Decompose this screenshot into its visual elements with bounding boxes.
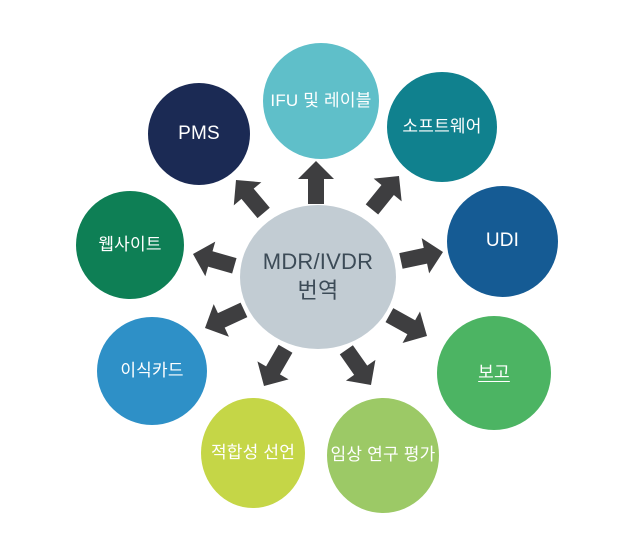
node-udi-label: UDI: [485, 230, 520, 252]
hub-label: MDR/IVDR 번역: [263, 248, 373, 305]
arrow-to-ifu: [298, 161, 334, 204]
arrow-to-software: [365, 176, 402, 215]
hub-label-line2: 번역: [297, 278, 339, 303]
node-report: 보고: [437, 316, 551, 430]
node-software: 소프트웨어: [387, 72, 497, 182]
node-ifu-labels: IFU 및 레이블: [263, 43, 379, 159]
hub-circle: MDR/IVDR 번역: [240, 205, 396, 349]
arrow-to-udi: [399, 238, 443, 274]
node-pms: PMS: [148, 83, 250, 185]
node-declaration-of-conformity: 적합성 선언: [201, 398, 305, 508]
node-report-label: 보고: [478, 362, 510, 382]
node-pms-label: PMS: [178, 122, 220, 144]
node-implant-card-label: 이식카드: [120, 360, 184, 380]
arrow-to-report: [385, 308, 427, 344]
node-website: 웹사이트: [76, 191, 184, 299]
node-udi: UDI: [447, 186, 558, 297]
node-ifu-labels-label: IFU 및 레이블: [270, 90, 372, 110]
arrow-to-conformity: [257, 344, 293, 386]
node-implant-card: 이식카드: [97, 317, 207, 425]
arrow-to-clinical: [339, 345, 376, 385]
node-software-label: 소프트웨어: [402, 116, 482, 136]
spoke-arrows: [193, 161, 443, 386]
node-clinical-evaluation-label: 임상 연구 평가: [330, 445, 436, 465]
node-website-label: 웹사이트: [98, 234, 162, 254]
arrow-to-pms: [233, 180, 270, 219]
arrow-to-website: [193, 241, 237, 277]
node-clinical-evaluation: 임상 연구 평가: [327, 398, 439, 513]
node-declaration-of-conformity-label: 적합성 선언: [210, 442, 296, 462]
arrow-to-implant: [205, 302, 248, 337]
hub-label-line1: MDR/IVDR: [262, 249, 374, 275]
